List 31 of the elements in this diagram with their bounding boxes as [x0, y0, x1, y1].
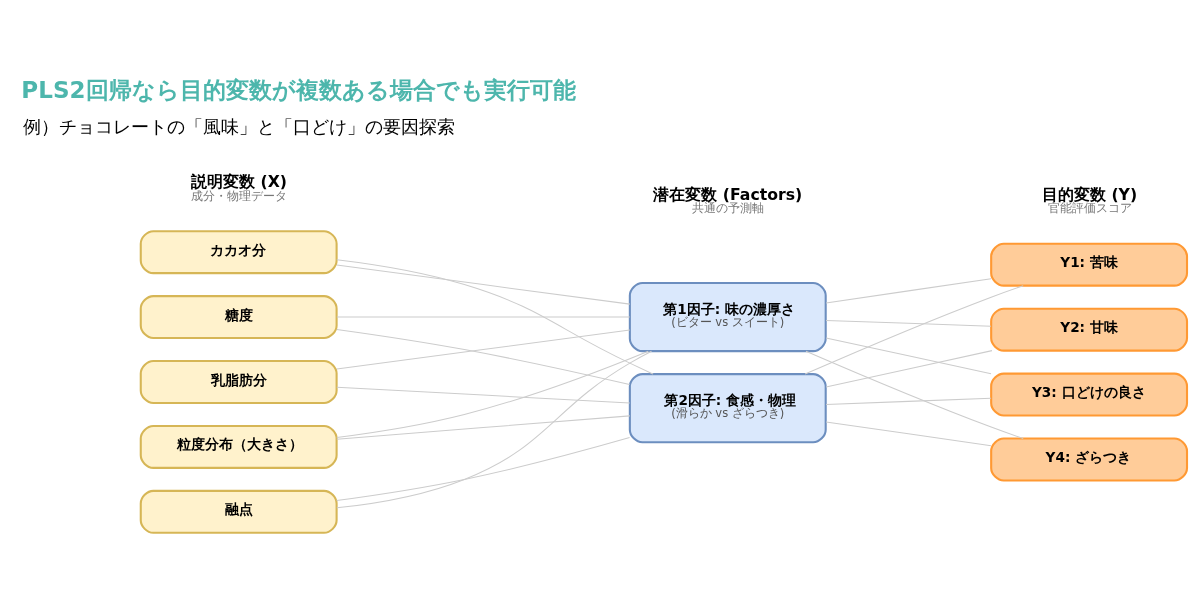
node-box: 第1因子: 味の濃厚さ (ビター vs スイート): [628, 281, 827, 352]
label: 説明変数 (X): [191, 171, 287, 191]
connector: [336, 350, 653, 508]
node-box: カカオ分: [139, 229, 338, 274]
connector: [336, 328, 631, 385]
connector: [825, 337, 992, 374]
connector: [336, 350, 649, 438]
node-box: 第2因子: 食感・物理 (滑らか vs ざらつき): [628, 372, 827, 443]
connector: [804, 284, 1024, 375]
connector: [336, 436, 631, 501]
node-box: Y1: 苦味: [990, 242, 1189, 287]
node-box: Y3: 口どけの良さ: [990, 372, 1189, 417]
connector: [825, 421, 992, 446]
connector: [336, 258, 654, 375]
connector: [336, 328, 631, 370]
connector: [805, 350, 1024, 439]
node-box: 乳脂肪分: [139, 359, 338, 404]
node-box: Y2: 甘味: [990, 307, 1189, 352]
connector: [336, 386, 631, 403]
node-box: 糖度: [139, 294, 338, 339]
connector: [825, 397, 992, 405]
connector: [336, 414, 631, 440]
connector: [336, 264, 631, 305]
node-box: 融点: [139, 489, 338, 534]
node-box: Y4: ざらつき: [990, 437, 1189, 481]
node-box: 粒度分布（大きさ）: [139, 424, 338, 469]
connector: [825, 319, 992, 327]
diagram-title: PLS2回帰なら目的変数が複数ある場合でも実行可能: [21, 76, 576, 103]
connector: [825, 349, 993, 387]
connector: [825, 277, 992, 303]
label: 例）チョコレートの「風味」と「口どけ」の要因探索: [22, 115, 455, 137]
